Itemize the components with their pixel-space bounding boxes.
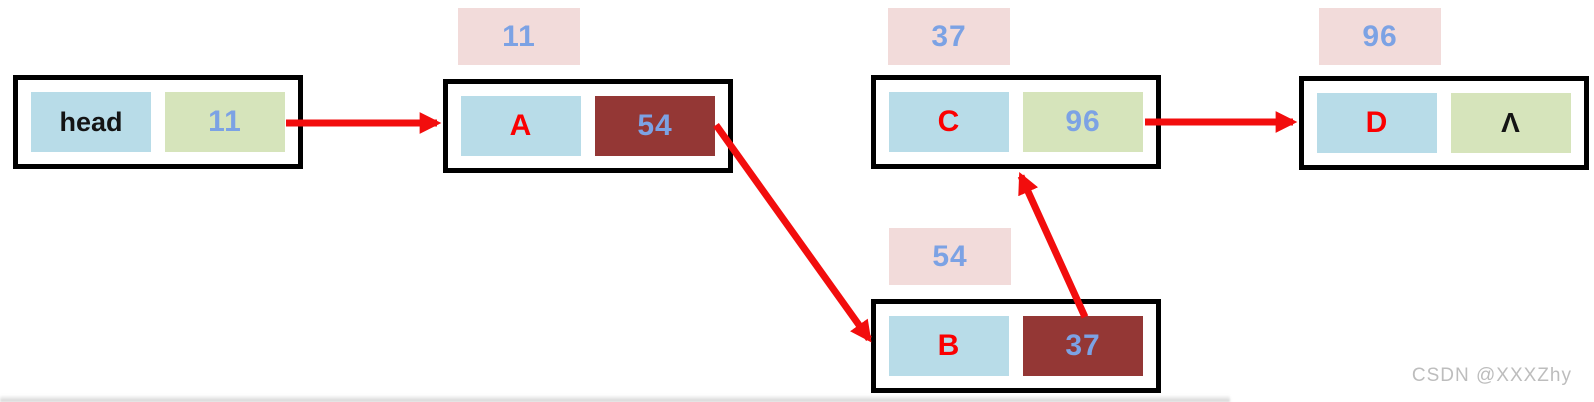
address-label-c-value: 37	[931, 19, 967, 53]
arrow-a-to-b	[713, 122, 872, 343]
node-a-label: A	[509, 109, 533, 142]
node-a-data-cell: A	[461, 96, 581, 156]
address-label-a: 11	[458, 8, 580, 65]
node-b-label: B	[937, 329, 961, 362]
node-b-data-cell: B	[889, 316, 1009, 376]
node-d: D Λ	[1299, 76, 1589, 170]
node-head: head 11	[13, 75, 303, 169]
node-c-label: C	[937, 105, 961, 138]
node-d-data-cell: D	[1317, 93, 1437, 153]
node-a-next-value: 54	[637, 109, 673, 142]
address-label-b: 54	[889, 228, 1011, 285]
bottom-edge-shadow	[0, 395, 1230, 402]
node-head-next-value: 11	[208, 105, 242, 138]
address-label-a-value: 11	[502, 19, 536, 53]
node-c: C 96	[871, 75, 1161, 169]
node-d-null-symbol: Λ	[1501, 107, 1521, 138]
address-label-d-value: 96	[1362, 19, 1398, 53]
node-d-next-cell: Λ	[1451, 93, 1571, 153]
node-head-label: head	[59, 106, 123, 137]
node-b-next-cell: 37	[1023, 316, 1143, 376]
node-d-label: D	[1365, 106, 1389, 139]
address-label-c: 37	[888, 8, 1010, 65]
node-c-data-cell: C	[889, 92, 1009, 152]
node-b: B 37	[871, 299, 1161, 393]
node-a: A 54	[443, 79, 733, 173]
node-b-next-value: 37	[1065, 329, 1101, 362]
arrow-b-to-c	[1017, 172, 1089, 319]
node-c-next-value: 96	[1065, 105, 1101, 138]
node-a-next-cell: 54	[595, 96, 715, 156]
node-c-next-cell: 96	[1023, 92, 1143, 152]
address-label-d: 96	[1319, 8, 1441, 65]
address-label-b-value: 54	[932, 239, 968, 273]
watermark: CSDN @XXXZhy	[1411, 365, 1572, 386]
node-head-next-cell: 11	[165, 92, 285, 152]
node-head-data-cell: head	[31, 92, 151, 152]
